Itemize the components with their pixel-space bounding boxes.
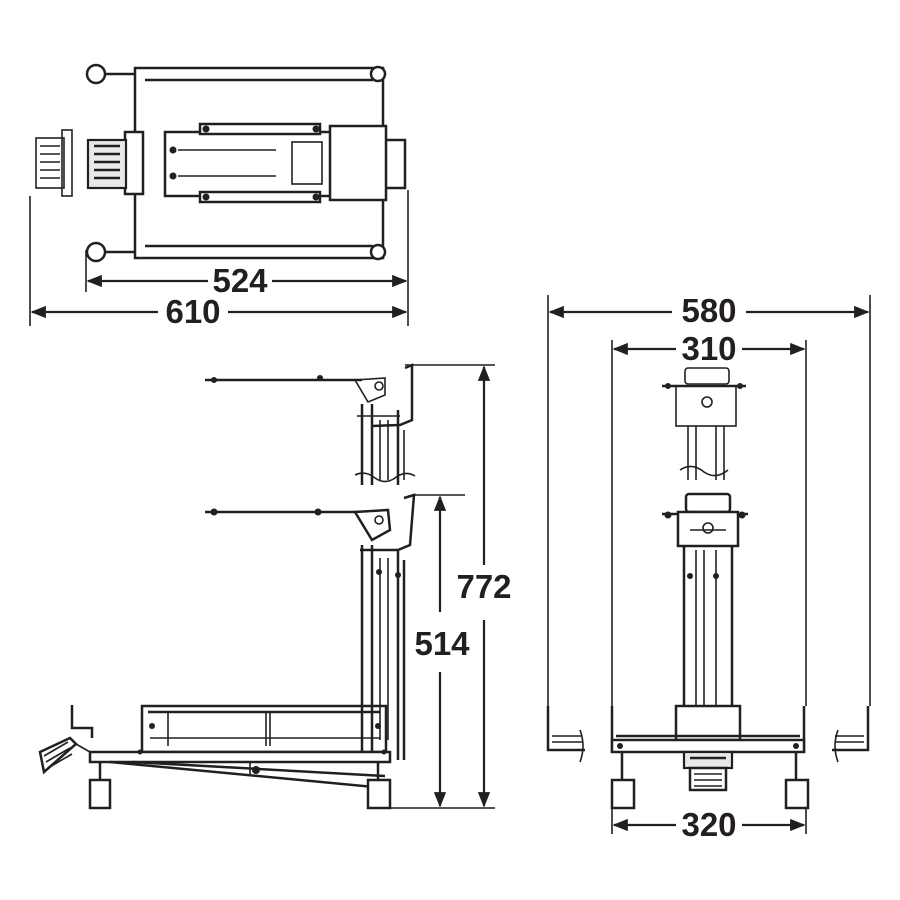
dimension-772-label: 772 [456, 568, 511, 605]
front-pedal-left [546, 706, 585, 763]
pedal-side [38, 705, 94, 775]
side-table-raised [205, 363, 416, 485]
front-head [662, 492, 748, 742]
front-pedal-right [832, 706, 870, 763]
caster-top-left [85, 63, 107, 85]
dimension-580-label: 580 [681, 292, 736, 329]
front-head-raised [662, 367, 746, 480]
dimension-310-label: 310 [681, 330, 736, 367]
front-base [610, 706, 810, 810]
front-view: 580 310 320 [546, 292, 871, 843]
dimension-524-label: 524 [212, 262, 268, 299]
dimension-610-label: 610 [165, 293, 220, 330]
pedal-top [86, 130, 145, 196]
top-view: 524 610 [29, 63, 409, 330]
side-basket [140, 704, 388, 754]
dimension-610: 610 [30, 293, 408, 330]
caster-bottom-left [85, 241, 107, 263]
dimension-514: 514 [414, 495, 470, 808]
dimension-772: 772 [456, 365, 512, 808]
side-table [205, 493, 416, 760]
side-view: 514 772 [38, 363, 512, 810]
dimension-320-label: 320 [681, 806, 736, 843]
dimension-524: 524 [86, 262, 408, 299]
side-base [88, 749, 392, 810]
dimension-320: 320 [612, 806, 806, 843]
dimension-310: 310 [612, 330, 806, 367]
dimension-580: 580 [548, 292, 870, 329]
dimension-514-label: 514 [414, 625, 470, 662]
pedal-top-extended [35, 129, 73, 197]
